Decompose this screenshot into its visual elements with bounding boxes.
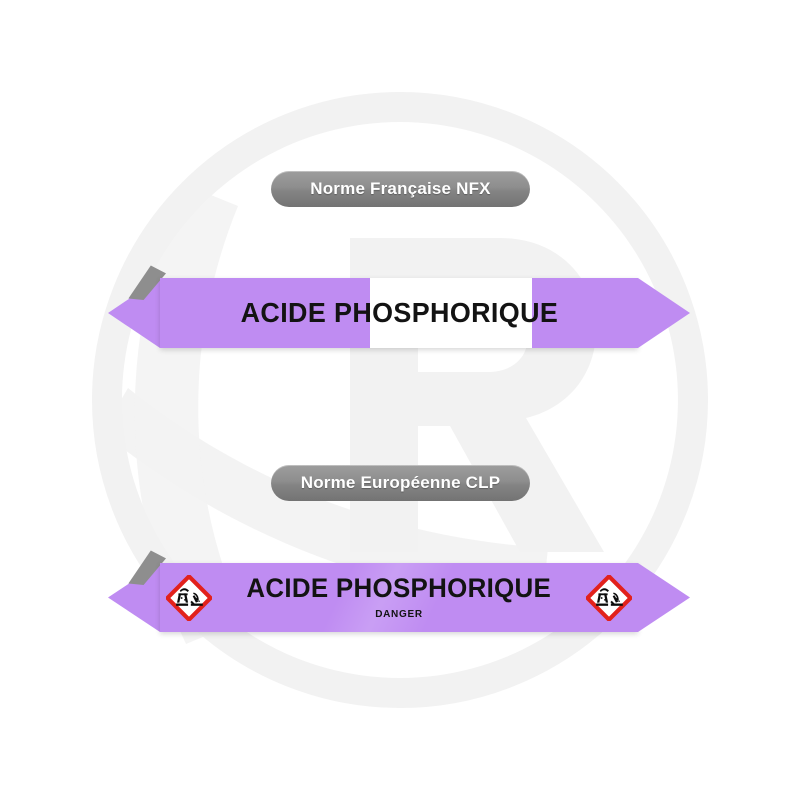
arrow-left-icon <box>108 265 166 348</box>
marker-clp-title: ACIDE PHOSPHORIQUE <box>246 573 552 603</box>
marker-clp-content: ACIDE PHOSPHORIQUE DANGER <box>160 563 638 632</box>
marker-clp-signal-word: DANGER <box>375 609 423 620</box>
marker-clp-text-block: ACIDE PHOSPHORIQUE DANGER <box>212 575 586 620</box>
standard-badge-clp: Norme Européenne CLP <box>271 465 530 501</box>
marker-nfx-title: ACIDE PHOSPHORIQUE <box>240 297 558 328</box>
pipe-marker-nfx: ACIDE PHOSPHORIQUE <box>108 265 690 348</box>
arrow-right-icon <box>638 278 690 348</box>
pipe-marker-clp: ACIDE PHOSPHORIQUE DANGER <box>108 550 690 632</box>
corrosion-pictogram <box>166 574 212 621</box>
marker-nfx-title-wrap: ACIDE PHOSPHORIQUE <box>160 278 638 348</box>
corrosion-pictogram <box>586 574 632 621</box>
standard-badge-nfx-label: Norme Française NFX <box>310 179 491 198</box>
standard-badge-nfx: Norme Française NFX <box>271 171 530 207</box>
standard-badge-clp-label: Norme Européenne CLP <box>300 473 501 492</box>
arrow-right-icon <box>638 563 690 632</box>
arrow-left-icon <box>108 550 166 632</box>
